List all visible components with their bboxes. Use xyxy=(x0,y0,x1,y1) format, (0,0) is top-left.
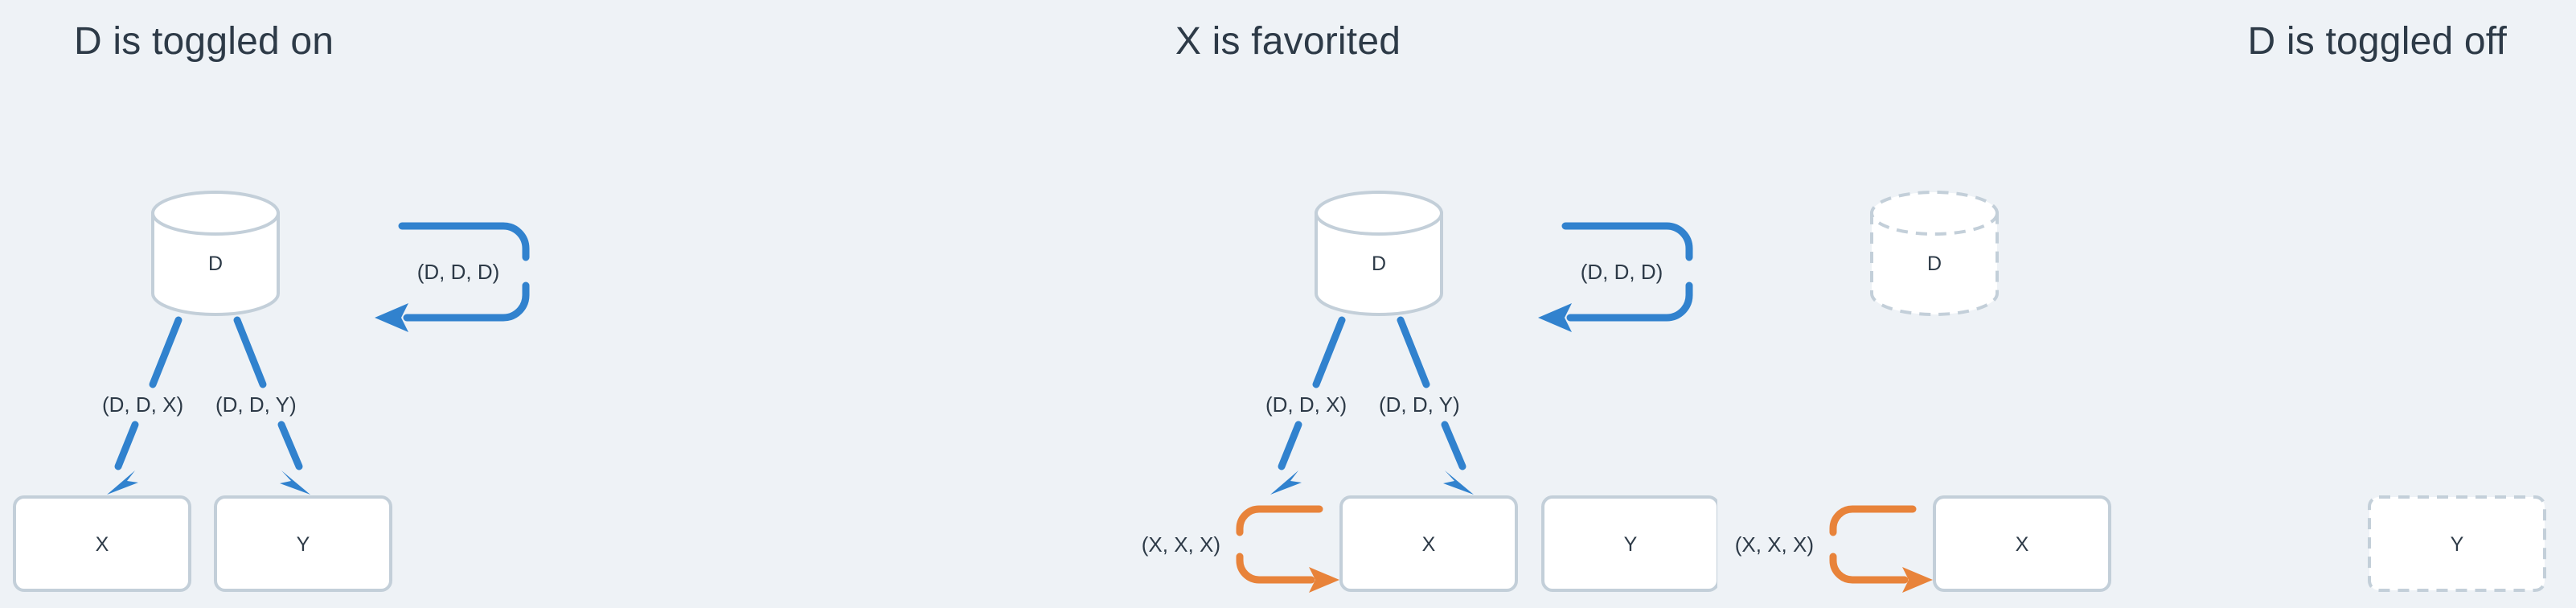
node-label: X xyxy=(2016,533,2029,556)
edge-d-self-loop: (D, D, D) xyxy=(1538,222,1693,332)
panel-title: D is toggled off xyxy=(2247,20,2507,63)
edge-d-self-loop: (D, D, D) xyxy=(375,222,530,332)
edge-label: (X, X, X) xyxy=(1142,532,1220,557)
edge-label: (D, D, Y) xyxy=(1379,392,1460,417)
node-label: Y xyxy=(1624,533,1638,556)
node-label: X xyxy=(96,533,109,556)
node-x[interactable]: X xyxy=(1339,495,1518,592)
panel-favorited: X is favorited (D, D, X) (D, D, Y) D xyxy=(859,0,1717,608)
edge-d-to-y: (D, D, Y) xyxy=(1379,316,1474,495)
edge-x-self-loop: (X, X, X) xyxy=(1142,505,1339,593)
node-x[interactable]: X xyxy=(13,495,191,592)
edge-label: (D, D, Y) xyxy=(215,392,297,417)
node-d[interactable]: D xyxy=(1870,191,1999,316)
node-y[interactable]: Y xyxy=(214,495,392,592)
panel-toggled-on: D is toggled on (D, D, X) (D, D, Y) xyxy=(0,0,859,608)
edge-label: (D, D, D) xyxy=(1581,260,1663,284)
edge-d-to-x: (D, D, X) xyxy=(1265,316,1347,495)
panel-graph: (D, D, X) (D, D, Y) D (D, D, D) xyxy=(13,191,530,592)
panel-graph: (D, D, X) (D, D, Y) D (D, D, D) xyxy=(1142,191,1717,593)
panel-title: X is favorited xyxy=(1175,20,1401,63)
node-d[interactable]: D xyxy=(1315,191,1443,316)
node-label: X xyxy=(1422,533,1436,556)
panel-toggled-off: D is toggled off D (X, X, X) X xyxy=(1717,0,2576,608)
edge-d-to-x: (D, D, X) xyxy=(102,316,183,495)
edge-label: (D, D, D) xyxy=(417,260,500,284)
node-label: Y xyxy=(2451,533,2464,556)
node-label: Y xyxy=(297,533,310,556)
node-d[interactable]: D xyxy=(151,191,280,316)
edge-x-self-loop: (X, X, X) xyxy=(1735,505,1933,593)
panel-graph: D (X, X, X) X Y xyxy=(1735,191,2546,593)
edge-label: (X, X, X) xyxy=(1735,532,1814,557)
node-x[interactable]: X xyxy=(1933,495,2111,592)
node-label: D xyxy=(1372,253,1386,275)
node-label: D xyxy=(208,253,223,275)
edge-label: (D, D, X) xyxy=(102,392,183,417)
edge-d-to-y: (D, D, Y) xyxy=(215,316,310,495)
node-label: D xyxy=(1927,253,1942,275)
edge-label: (D, D, X) xyxy=(1265,392,1347,417)
panel-title: D is toggled on xyxy=(74,20,334,63)
node-y[interactable]: Y xyxy=(1541,495,1717,592)
node-y[interactable]: Y xyxy=(2368,495,2546,592)
